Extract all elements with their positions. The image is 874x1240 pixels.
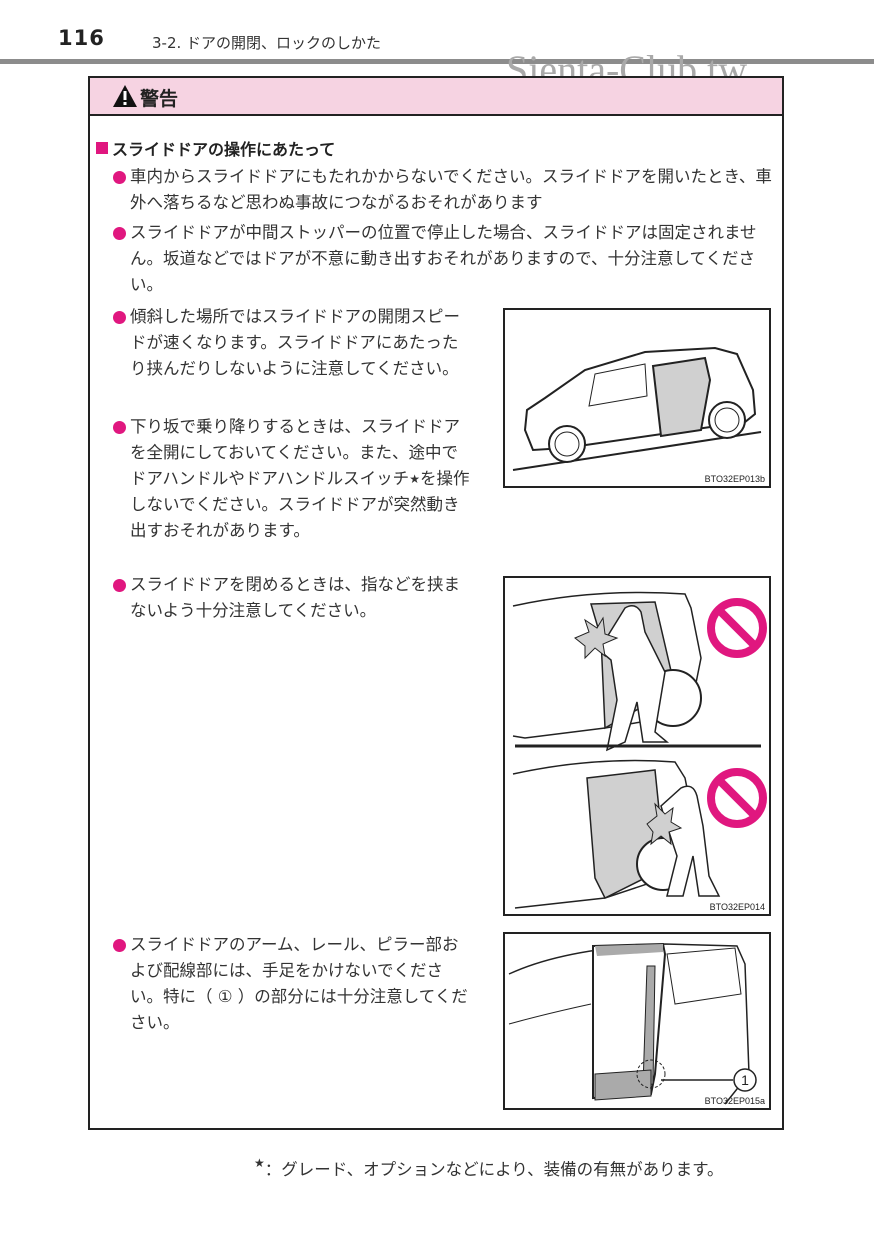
bullet-dot-icon <box>113 579 126 592</box>
callout-number: 1 <box>741 1072 749 1088</box>
warning-item: 車内からスライドドアにもたれかからないでください。スライドドアを開いたとき、車外… <box>113 164 780 216</box>
figure-code: BTO32EP013b <box>704 474 765 484</box>
subheading-text: スライドドアの操作にあたって <box>112 140 336 159</box>
bullet-dot-icon <box>113 227 126 240</box>
figure-door-rail: 1 BTO32EP015a <box>503 932 771 1110</box>
bullet-dot-icon <box>113 939 126 952</box>
warning-title: 警告 <box>140 88 179 110</box>
warning-triangle-icon <box>112 84 138 108</box>
star-mark: ★ <box>409 472 420 486</box>
item-text: スライドドアを閉めるときは、指などを挟まないよう十分注意してください。 <box>130 575 460 620</box>
figure-code: BTO32EP014 <box>709 902 765 912</box>
pinch-illustration <box>512 591 767 909</box>
item-text: 傾斜した場所ではスライドドアの開閉スピードが速くなります。スライドドアにあたった… <box>130 307 460 378</box>
item-text: スライドドアが中間ストッパーの位置で停止した場合、スライドドアは固定されません。… <box>130 223 757 294</box>
footnote-text: ：グレード、オプションなどにより、装備の有無があります。 <box>264 1160 724 1179</box>
figure-code: BTO32EP015a <box>704 1096 765 1106</box>
warning-item: スライドドアが中間ストッパーの位置で停止した場合、スライドドアは固定されません。… <box>113 220 780 298</box>
warning-item: スライドドアを閉めるときは、指などを挟まないよう十分注意してください。 <box>113 572 470 624</box>
star-mark: ★ <box>254 1156 265 1170</box>
footnote: ★：グレード、オプションなどにより、装備の有無があります。 <box>254 1156 723 1180</box>
warning-item: スライドドアのアーム、レール、ピラー部および配線部には、手足をかけないでください… <box>113 932 470 1036</box>
warning-item: 傾斜した場所ではスライドドアの開閉スピードが速くなります。スライドドアにあたった… <box>113 304 470 382</box>
bullet-dot-icon <box>113 421 126 434</box>
item-text: 車内からスライドドアにもたれかからないでください。スライドドアを開いたとき、車外… <box>130 167 772 212</box>
warning-box: 警告 スライドドアの操作にあたって 車内からスライドドアにもたれかからないでくだ… <box>88 76 784 1130</box>
square-bullet-icon <box>96 142 108 154</box>
header-rule <box>0 59 874 64</box>
car-slope-illustration <box>512 346 762 471</box>
page-number: 116 <box>58 26 105 50</box>
item-text: 下り坂で乗り降りするときは、スライドドアを全開にしておいてください。また、途中で… <box>130 417 460 488</box>
section-title: 3-2. ドアの開閉、ロックのしかた <box>152 34 382 52</box>
warning-subheading: スライドドアの操作にあたって <box>96 136 335 160</box>
warning-item: 下り坂で乗り降りするときは、スライドドアを全開にしておいてください。また、途中で… <box>113 414 470 544</box>
warning-header: 警告 <box>90 78 782 116</box>
figure-car-on-slope: BTO32EP013b <box>503 308 771 488</box>
item-text: スライドドアのアーム、レール、ピラー部および配線部には、手足をかけないでください… <box>130 935 468 1032</box>
door-rail-illustration: 1 <box>508 942 757 1105</box>
bullet-dot-icon <box>113 311 126 324</box>
item-text: を操作しないでください。スライドドアが突然動き出すおそれがあります。 <box>130 469 470 540</box>
figure-pinch-warning: BTO32EP014 <box>503 576 771 916</box>
bullet-dot-icon <box>113 171 126 184</box>
